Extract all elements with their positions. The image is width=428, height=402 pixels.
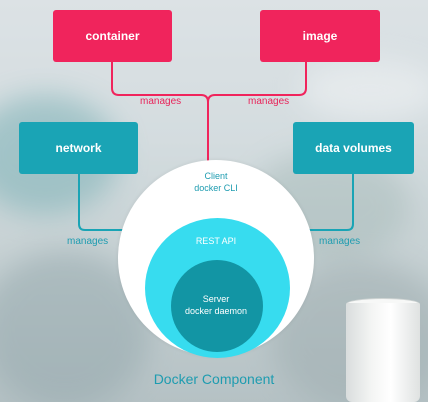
background-blur	[300, 60, 428, 120]
edge-label-data-volumes: manages	[319, 236, 361, 247]
edge-label-image: manages	[248, 96, 290, 107]
network-node: network	[19, 122, 138, 174]
image-node-label: image	[302, 29, 338, 43]
client-label-line1: Client	[204, 171, 228, 181]
mug-image	[346, 303, 420, 402]
network-node-label: network	[55, 141, 102, 155]
server-label: Server docker daemon	[168, 293, 264, 317]
container-node: container	[53, 10, 172, 62]
server-label-line2: docker daemon	[184, 306, 248, 316]
image-node: image	[260, 10, 380, 62]
rest-api-label: REST API	[195, 236, 237, 246]
diagram-caption: Docker Component	[153, 371, 275, 387]
connector-image	[207, 62, 307, 103]
connector-network	[78, 174, 150, 231]
connector-data-volumes	[294, 174, 354, 231]
data-volumes-node-label: data volumes	[315, 141, 392, 155]
server-circle	[171, 260, 263, 352]
container-node-label: container	[85, 29, 140, 43]
server-label-line1: Server	[202, 294, 230, 304]
client-label-line2: docker CLI	[194, 183, 238, 193]
client-label: Client docker CLI	[168, 170, 264, 194]
edge-label-network: manages	[67, 236, 109, 247]
edge-label-container: manages	[140, 96, 182, 107]
data-volumes-node: data volumes	[293, 122, 414, 174]
